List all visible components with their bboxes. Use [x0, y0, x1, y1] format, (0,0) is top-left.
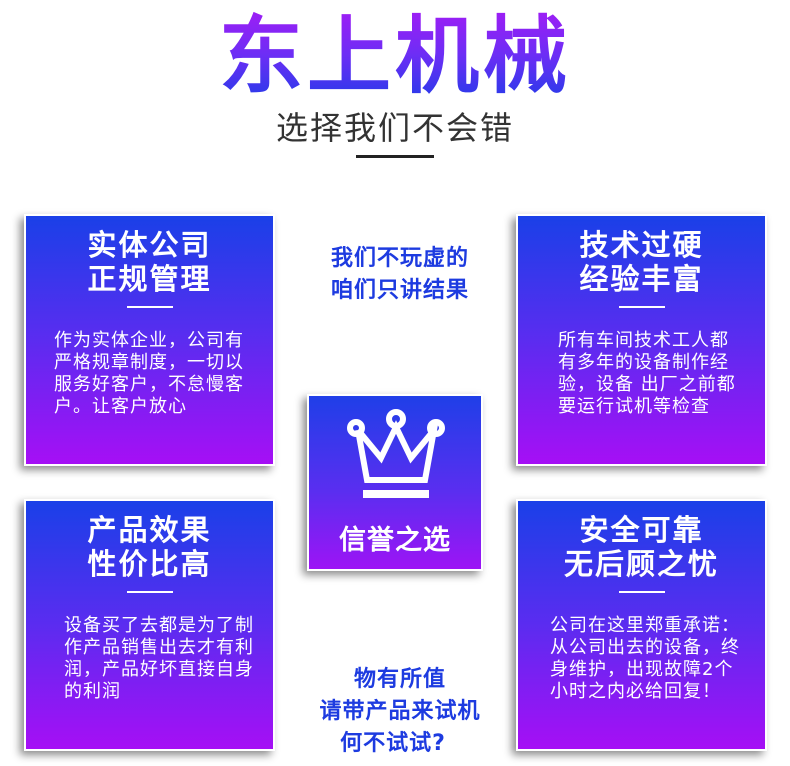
card-divider [126, 306, 173, 308]
card-title-line1: 技术过硬 [579, 228, 704, 262]
tagline-bottom-line3: 何不试试? [340, 731, 446, 756]
card-title-line2: 正规管理 [87, 262, 212, 296]
card-title-line1: 实体公司 [87, 228, 212, 262]
card-title: 安全可靠 无后顾之忧 [518, 513, 765, 581]
brand-title: 东上机械 [0, 6, 790, 106]
card-divider [618, 591, 665, 593]
card-title: 产品效果 性价比高 [26, 513, 273, 581]
credibility-label: 信誉之选 [339, 525, 451, 556]
crown-icon [347, 409, 445, 498]
card-title-line2: 无后顾之忧 [563, 547, 719, 581]
card-title: 实体公司 正规管理 [26, 228, 273, 296]
tagline-bottom-line1: 物有所值 [353, 667, 446, 692]
tagline-bottom: 物有所值 请带产品来试机 何不试试? [300, 664, 500, 760]
tagline-top-line2: 咱们只讲结果 [330, 278, 469, 303]
slogan-divider [356, 155, 434, 158]
credibility-badge: 信誉之选 [307, 394, 483, 571]
card-divider [126, 591, 173, 593]
card-title: 技术过硬 经验丰富 [518, 228, 765, 296]
slogan: 选择我们不会错 [275, 109, 514, 147]
card-title-line1: 安全可靠 [579, 513, 704, 547]
card-divider [618, 306, 665, 308]
card-title-line2: 性价比高 [87, 547, 212, 581]
card-technical-skill: 技术过硬 经验丰富 所有车间技术工人都有多年的设备制作经验，设备 出厂之前都要运… [516, 214, 767, 466]
card-body: 所有车间技术工人都有多年的设备制作经验，设备 出厂之前都要运行试机等检查 [558, 330, 736, 417]
card-safety-reliability: 安全可靠 无后顾之忧 公司在这里郑重承诺：从公司出去的设备，终身维护，出现故障2… [516, 499, 767, 751]
card-product-value: 产品效果 性价比高 设备买了去都是为了制作产品销售出去才有利润，产品好坏直接自身… [24, 499, 275, 751]
tagline-top: 我们不玩虚的 咱们只讲结果 [300, 243, 500, 307]
tagline-bottom-line2: 请带产品来试机 [319, 699, 481, 724]
card-title-line1: 产品效果 [87, 513, 212, 547]
card-body: 公司在这里郑重承诺：从公司出去的设备，终身维护，出现故障2个小时之内必给回复！ [550, 615, 740, 702]
card-body: 作为实体企业，公司有严格规章制度，一切以服务好客户，不怠慢客户。让客户放心 [54, 330, 244, 417]
card-body: 设备买了去都是为了制作产品销售出去才有利润，产品好坏直接自身的利润 [64, 615, 254, 702]
card-title-line2: 经验丰富 [579, 262, 704, 296]
card-entity-company: 实体公司 正规管理 作为实体企业，公司有严格规章制度，一切以服务好客户，不怠慢客… [24, 214, 275, 466]
tagline-top-line1: 我们不玩虚的 [330, 246, 469, 271]
